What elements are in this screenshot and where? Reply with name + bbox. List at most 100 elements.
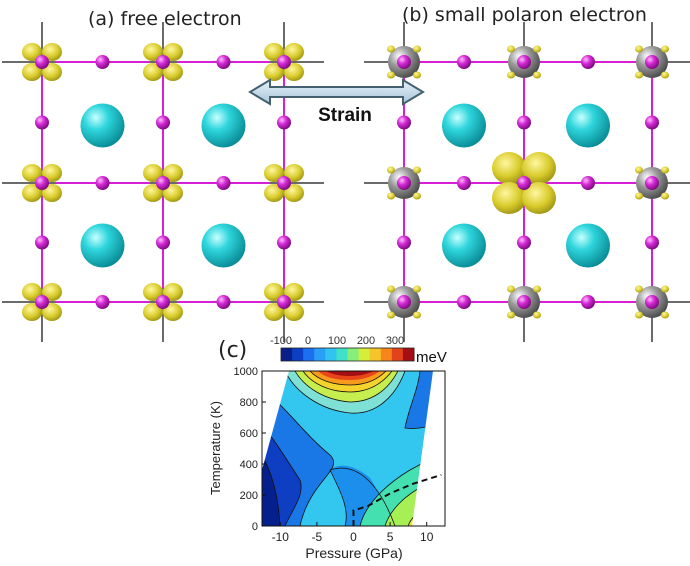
colorbar-segment	[292, 348, 304, 361]
cation-atom	[566, 103, 610, 148]
contour-line	[302, 371, 393, 393]
electron-density-lobe	[143, 184, 163, 202]
iodine-atom	[457, 295, 471, 309]
electron-density-lobe	[264, 283, 284, 301]
iodine-atom	[95, 176, 110, 190]
electron-density-lobe	[284, 63, 304, 81]
electron-density-lobe	[22, 283, 42, 301]
iodine-atom	[397, 295, 411, 309]
y-tick-label: 0	[252, 521, 258, 533]
electron-density-lobe	[42, 303, 62, 321]
contour-line	[262, 424, 302, 526]
electron-density-lobe	[507, 45, 515, 53]
iodine-atom	[216, 55, 231, 69]
x-tick-label: 5	[387, 530, 394, 544]
iodine-atom	[216, 176, 231, 190]
strain-label: Strain	[318, 105, 372, 126]
contour-line	[284, 371, 406, 414]
electron-density-lobe	[143, 283, 163, 301]
electron-density-lobe	[264, 43, 284, 61]
electron-density-lobe	[22, 303, 42, 321]
electron-density-lobe	[413, 285, 421, 293]
iodine-atom	[95, 55, 110, 69]
iodine-atom	[645, 115, 659, 130]
y-tick-label: 400	[240, 459, 258, 471]
electron-density-lobe	[22, 184, 42, 202]
iodine-atom	[581, 295, 595, 309]
electron-density-lobe	[387, 285, 395, 293]
cation-atom	[442, 223, 486, 268]
colorbar-frame	[280, 347, 415, 362]
electron-density-lobe	[413, 311, 421, 319]
iodine-atom	[517, 176, 531, 190]
contour-line	[262, 389, 335, 526]
electron-density-lobe	[42, 283, 62, 301]
electron-density-lobe	[635, 45, 643, 53]
electron-density-lobe	[635, 71, 643, 79]
iodine-atom	[645, 235, 659, 250]
electron-density-lobe	[413, 192, 421, 200]
iodine-atom	[517, 115, 531, 130]
polaron-density-lobe	[522, 152, 556, 184]
iodine-atom	[517, 235, 531, 250]
electron-density-lobe	[22, 63, 42, 81]
iodine-atom	[216, 295, 231, 309]
colorbar-tick-label: -100	[270, 335, 292, 347]
iodine-atom	[277, 235, 291, 250]
electron-density-lobe	[533, 71, 541, 79]
electron-density-lobe	[284, 43, 304, 61]
electron-density-lobe	[661, 311, 669, 319]
y-axis-label: Temperature (K)	[208, 401, 223, 495]
iodine-atom	[277, 295, 291, 309]
cation-atom	[566, 223, 610, 268]
colorbar-segment	[281, 348, 293, 361]
iodine-atom	[156, 55, 170, 69]
iodine-atom	[397, 235, 411, 250]
panel-b-title: (b) small polaron electron	[402, 4, 647, 26]
polaron-density-lobe	[492, 182, 526, 214]
electron-density-lobe	[264, 63, 284, 81]
electron-density-lobe	[42, 43, 62, 61]
iodine-atom	[277, 55, 291, 69]
electron-density-lobe	[661, 192, 669, 200]
electron-density-lobe	[387, 45, 395, 53]
x-tick-label: 10	[420, 530, 434, 544]
electron-density-lobe	[264, 164, 284, 182]
polaron-density-lobe	[522, 182, 556, 214]
colorbar-segment	[391, 348, 404, 361]
electron-density-lobe	[284, 283, 304, 301]
plot-mask-right-2	[413, 371, 445, 526]
plot-mask-right	[412, 371, 445, 526]
panel-c-label: (c)	[218, 338, 248, 363]
iodine-atom	[35, 176, 49, 190]
electron-density-lobe	[413, 166, 421, 174]
electron-density-lobe	[42, 184, 62, 202]
iodine-atom	[156, 295, 170, 309]
iodine-atom	[645, 295, 659, 309]
electron-density-lobe	[42, 164, 62, 182]
electron-density-lobe	[507, 311, 515, 319]
electron-density-lobe	[163, 43, 183, 61]
electron-density-lobe	[163, 283, 183, 301]
iodine-atom	[35, 235, 49, 250]
colorbar-tick-label: 200	[357, 335, 375, 347]
cation-atom	[201, 223, 246, 268]
iodine-atom	[397, 176, 411, 190]
colorbar-segment	[358, 348, 371, 361]
contour-hot-6	[326, 371, 374, 376]
electron-density-lobe	[264, 184, 284, 202]
electron-density-lobe	[284, 164, 304, 182]
panel-a-title: (a) free electron	[88, 8, 242, 30]
electron-density-lobe	[387, 311, 395, 319]
electron-density-lobe	[661, 71, 669, 79]
electron-density-lobe	[413, 45, 421, 53]
electron-density-lobe	[284, 303, 304, 321]
iodine-atom	[277, 176, 291, 190]
plot-mask-left	[262, 371, 289, 470]
x-tick-label: -5	[312, 530, 323, 544]
iodine-atom	[645, 55, 659, 69]
colorbar-segment	[347, 348, 360, 361]
